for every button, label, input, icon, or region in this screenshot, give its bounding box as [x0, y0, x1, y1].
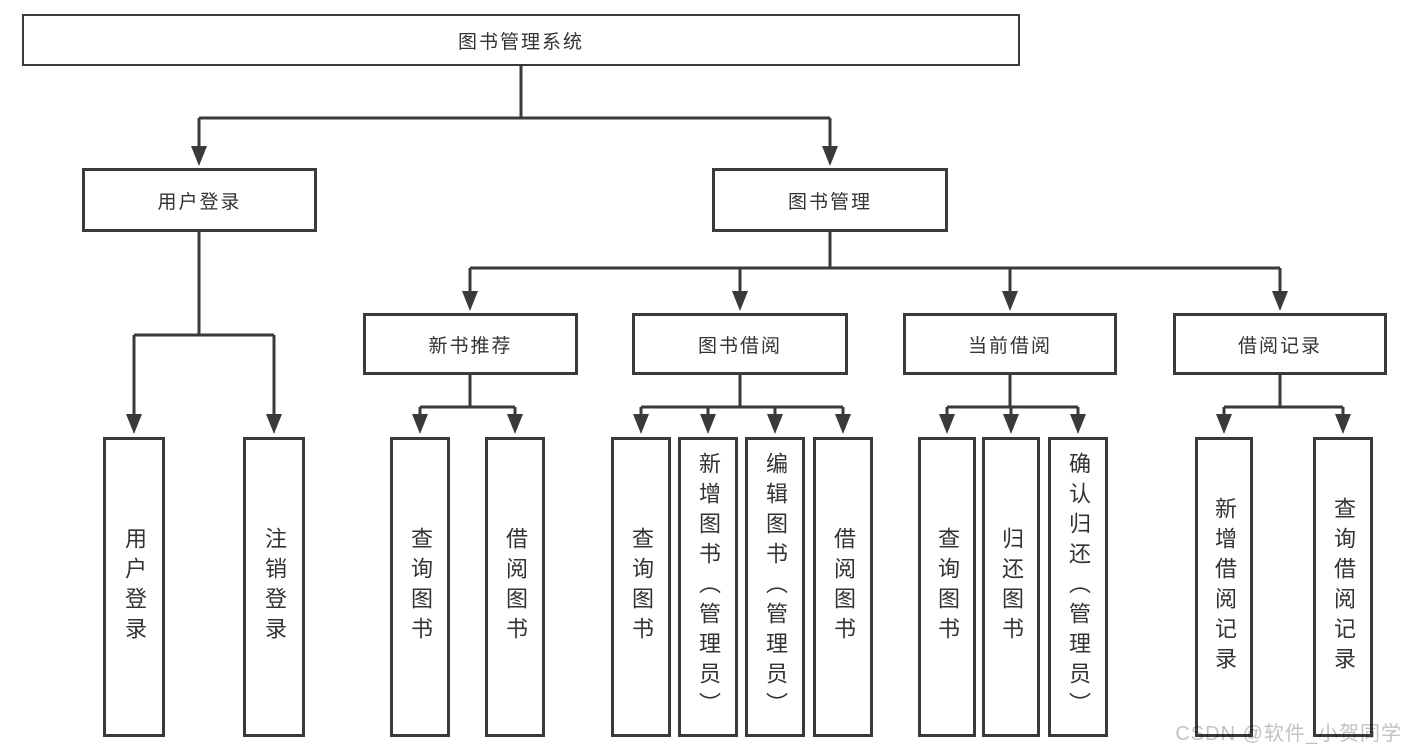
tree-edges	[132, 66, 1345, 416]
leaf-label: 编辑图书（管理员）	[763, 452, 788, 722]
leaf-label: 用户登录	[122, 527, 147, 647]
leaf-label: 查询借阅记录	[1331, 497, 1356, 677]
leaf-confirm-return-admin: 确认归还（管理员）	[1048, 437, 1108, 737]
leaf-label: 注销登录	[262, 527, 287, 647]
node-label: 图书借阅	[697, 335, 782, 357]
node-new-book-recommend: 新书推荐	[363, 313, 578, 375]
leaf-query-borrow-record: 查询借阅记录	[1313, 437, 1373, 737]
leaf-label: 新增图书（管理员）	[696, 452, 721, 722]
node-book-management-system: 图书管理系统	[22, 14, 1020, 66]
node-label: 用户登录	[157, 191, 242, 213]
leaf-label: 新增借阅记录	[1212, 497, 1237, 677]
arrowheads	[126, 146, 1351, 434]
leaf-query-books-3: 查询图书	[918, 437, 976, 737]
node-book-management: 图书管理	[712, 168, 948, 232]
node-book-borrow: 图书借阅	[632, 313, 848, 375]
leaf-borrow-books-2: 借阅图书	[813, 437, 873, 737]
node-label: 图书管理	[787, 191, 872, 213]
node-current-borrow: 当前借阅	[903, 313, 1117, 375]
leaf-add-book-admin: 新增图书（管理员）	[678, 437, 738, 737]
leaf-user-login: 用户登录	[103, 437, 165, 737]
node-label: 新书推荐	[428, 335, 513, 357]
leaf-borrow-books-1: 借阅图书	[485, 437, 545, 737]
leaf-query-books-2: 查询图书	[611, 437, 671, 737]
leaf-label: 借阅图书	[831, 527, 856, 647]
leaf-label: 查询图书	[629, 527, 654, 647]
csdn-watermark: CSDN @软件_小贺同学	[1175, 723, 1402, 745]
leaf-return-books: 归还图书	[982, 437, 1040, 737]
node-label: 图书管理系统	[457, 31, 584, 53]
leaf-label: 借阅图书	[503, 527, 528, 647]
leaf-label: 查询图书	[935, 527, 960, 647]
leaf-label: 归还图书	[999, 527, 1024, 647]
leaf-add-borrow-record: 新增借阅记录	[1195, 437, 1253, 737]
node-user-login: 用户登录	[82, 168, 317, 232]
node-borrow-records: 借阅记录	[1173, 313, 1387, 375]
leaf-label: 查询图书	[408, 527, 433, 647]
leaf-logout: 注销登录	[243, 437, 305, 737]
node-label: 当前借阅	[967, 335, 1052, 357]
leaf-query-books-1: 查询图书	[390, 437, 450, 737]
node-label: 借阅记录	[1237, 335, 1322, 357]
leaf-edit-book-admin: 编辑图书（管理员）	[745, 437, 805, 737]
leaf-label: 确认归还（管理员）	[1066, 452, 1091, 722]
